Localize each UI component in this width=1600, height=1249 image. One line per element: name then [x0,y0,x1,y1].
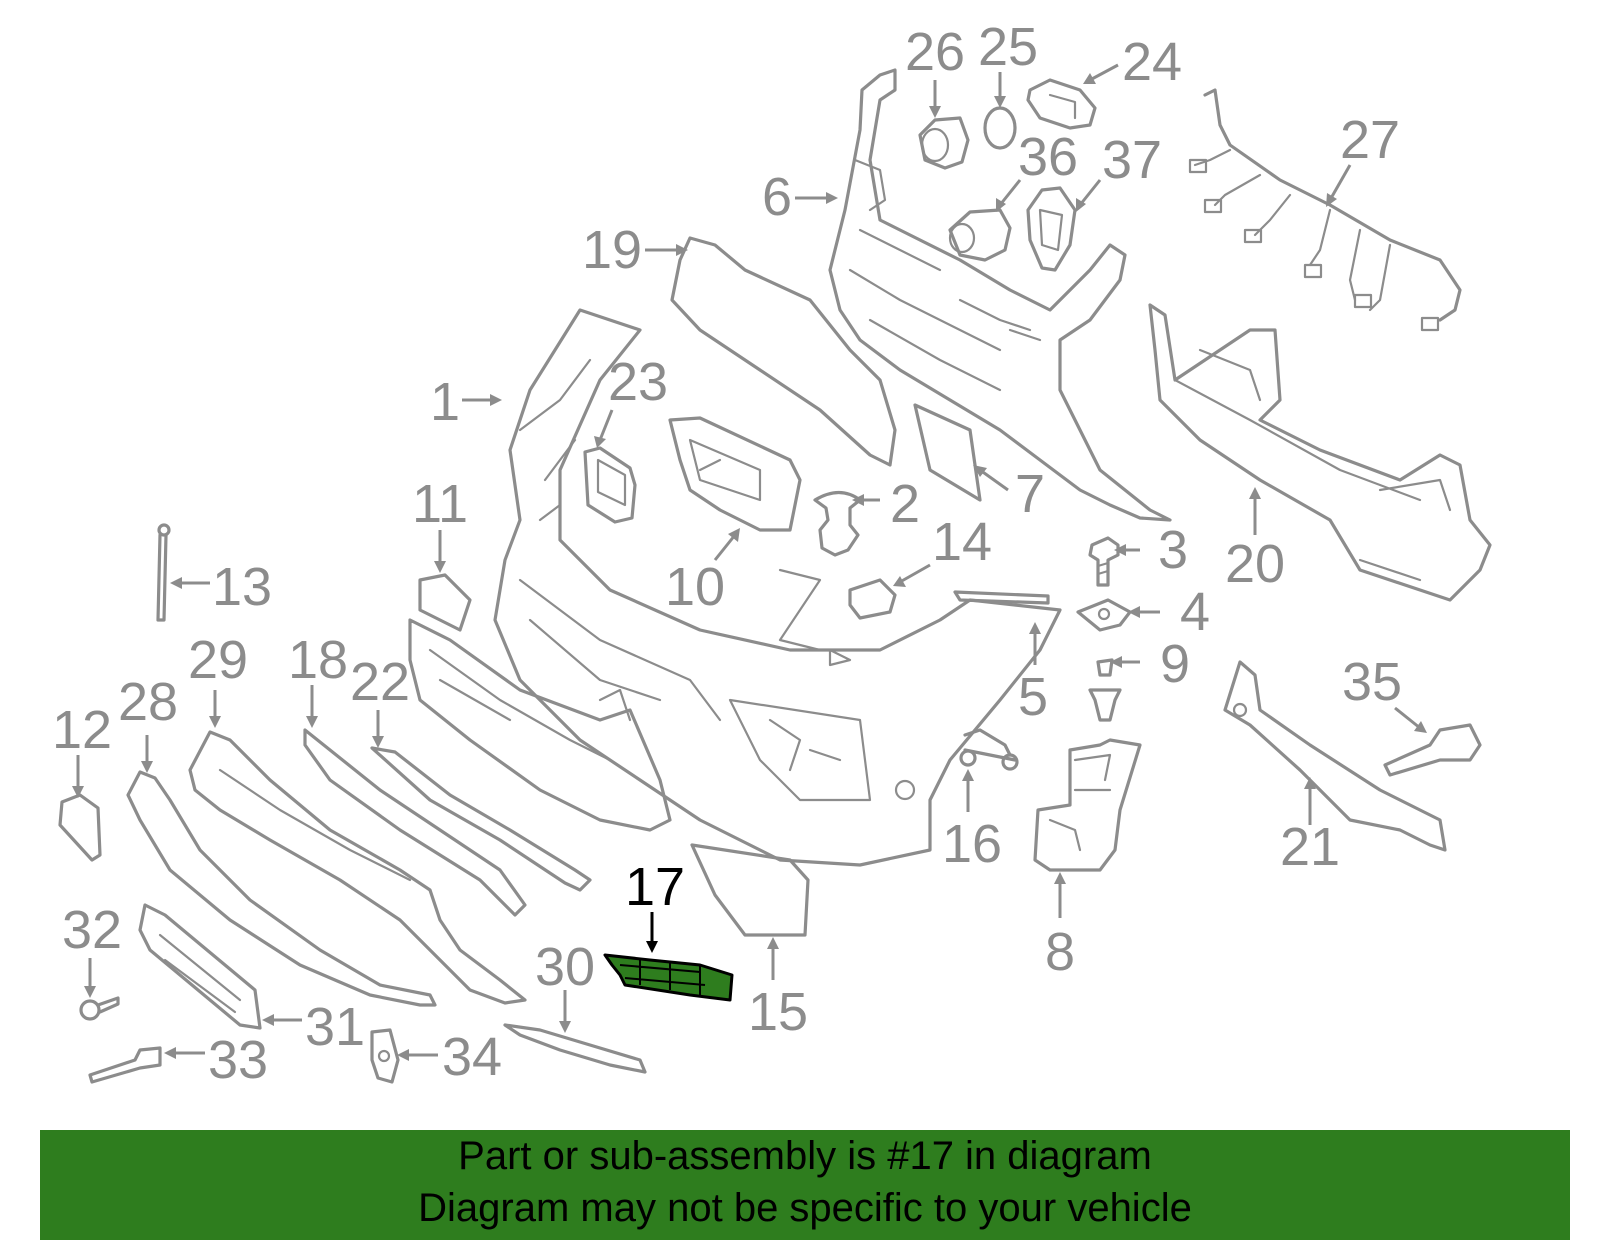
part-21-lower-bar [1223,660,1447,852]
callout-15: 15 [748,982,808,1042]
part-12-small-bracket [58,793,102,862]
part-36-sensor [948,208,1012,262]
callout-26: 26 [905,22,965,82]
callout-33: 33 [208,1030,268,1090]
callout-32: 32 [62,900,122,960]
banner-line-1: Part or sub-assembly is #17 in diagram [458,1134,1152,1178]
part-37-holder [1026,186,1077,272]
callout-13: 13 [212,557,272,617]
callout-4: 4 [1180,582,1210,642]
info-banner: Part or sub-assembly is #17 in diagram D… [40,1130,1570,1240]
part-15-mesh-grille [690,843,810,937]
part-33-bolt [88,1046,162,1084]
part-2-push-clip [813,490,862,557]
part-5-trim-strip [953,590,1050,605]
callout-24: 24 [1122,32,1182,92]
callout-11: 11 [412,474,468,534]
part-23-sensor-box [583,446,637,524]
part-31-license-plate-bracket [138,903,262,1030]
part-6-upper-support [828,68,1172,522]
part-18-trim-strip [303,728,527,917]
callout-21: 21 [1280,817,1340,877]
callout-19: 19 [582,220,642,280]
callout-10: 10 [665,557,725,617]
callout-8: 8 [1045,922,1075,982]
part-7-plate [913,403,982,502]
callout-22: 22 [350,652,410,712]
callout-12: 12 [52,700,112,760]
callout-1: 1 [430,372,460,432]
part-30-small-trim [503,1023,647,1074]
part-17-lower-grille-highlighted [603,953,734,1002]
part-4-clip-nut [1076,598,1132,632]
callout-36: 36 [1018,127,1078,187]
callout-9: 9 [1160,634,1190,694]
part-22-strip [370,746,592,892]
part-24-sensor [1026,78,1097,130]
callout-27: 27 [1340,110,1400,170]
part-8-side-bracket [1033,738,1142,872]
part-9-screw [1088,658,1122,722]
part-29-trim-frame [188,730,527,1005]
part-13-rod [156,523,171,622]
part-25-ring [983,106,1017,150]
part-26-sensor [918,116,970,170]
callout-25: 25 [978,17,1038,77]
part-1-bumper-cover [493,308,1062,867]
callout-17-highlighted: 17 [625,857,685,917]
callout-20: 20 [1225,534,1285,594]
part-14-cap [848,578,897,620]
callout-35: 35 [1342,652,1402,712]
part-10-reinforcement [668,416,802,532]
callout-2: 2 [890,474,920,534]
callout-30: 30 [535,937,595,997]
banner-line-2: Diagram may not be specific to your vehi… [418,1186,1192,1230]
part-16-clip [959,728,1019,771]
part-34-clip [370,1028,400,1084]
part-11-bracket [408,573,672,832]
callout-16: 16 [942,814,1002,874]
callout-14: 14 [932,512,992,572]
callout-18: 18 [288,630,348,690]
callout-7: 7 [1015,464,1045,524]
callout-29: 29 [188,630,248,690]
part-27-wiring-harness [1188,88,1462,332]
callout-3: 3 [1158,520,1188,580]
callout-6: 6 [762,167,792,227]
callout-23: 23 [608,352,668,412]
callout-37: 37 [1102,130,1162,190]
part-19-upper-grille [670,236,897,467]
part-3-bolt [1088,536,1120,587]
part-28-lower-trim [126,770,437,1007]
leader-lines [72,63,1427,1061]
callout-5: 5 [1018,667,1048,727]
part-20-bumper-beam [1148,303,1492,602]
callout-31: 31 [305,997,365,1057]
callout-labels: 1 2 3 4 5 6 7 8 9 10 11 12 13 14 15 16 1… [52,17,1402,1090]
callout-34: 34 [442,1027,502,1087]
part-32-screw [79,996,120,1021]
part-35-sensor [1383,723,1482,777]
callout-28: 28 [118,672,178,732]
